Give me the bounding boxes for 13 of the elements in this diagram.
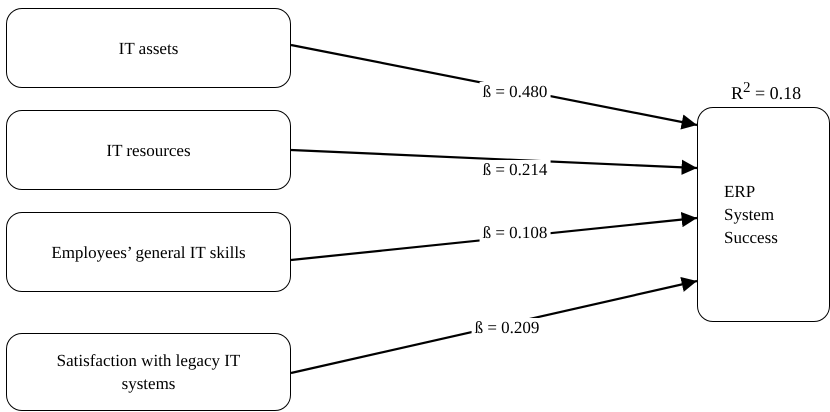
process-box	[697, 107, 830, 322]
box-label: ERP System Success	[724, 181, 779, 249]
process-box	[6, 8, 291, 88]
box-label: Employees’ general IT skills	[51, 242, 246, 264]
box-label: IT assets	[118, 38, 178, 60]
box-label: IT resources	[106, 140, 191, 162]
box-label: Satisfaction with legacy IT systems	[56, 350, 242, 395]
process-box	[6, 333, 291, 411]
process-box	[6, 110, 291, 190]
r-squared-label: R$^{2}$ = 0.18	[731, 80, 802, 104]
arrow	[290, 148, 698, 175]
edge-label: ß = 0.108	[480, 223, 550, 243]
process-box	[6, 212, 291, 292]
